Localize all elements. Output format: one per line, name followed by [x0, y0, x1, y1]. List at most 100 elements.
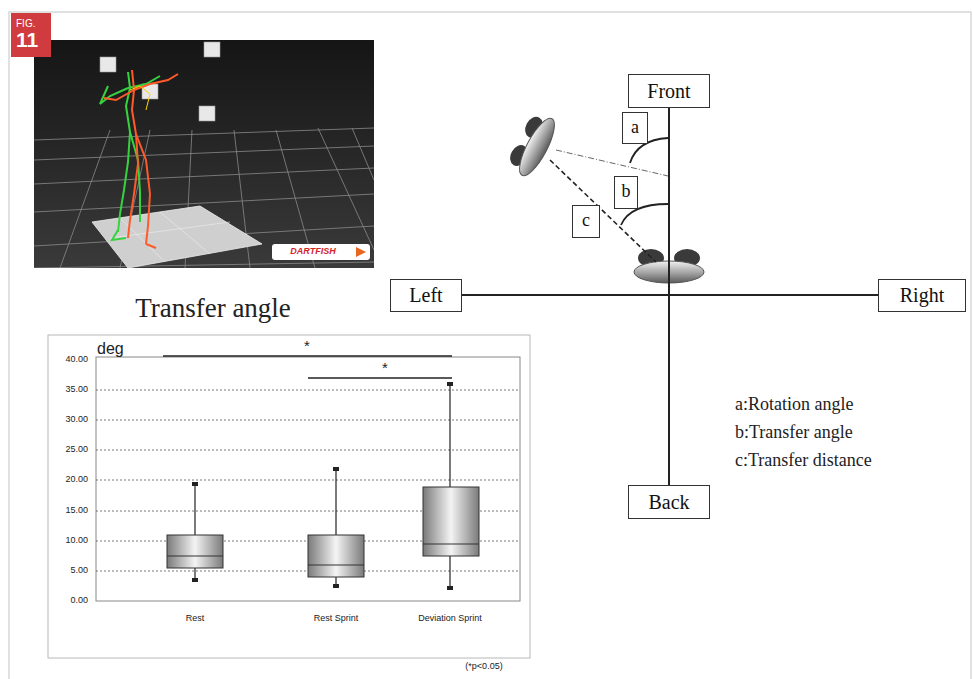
box-plot-chart-part [163, 356, 452, 378]
box-plot-chart-part-part [96, 450, 520, 451]
box-plot-chart-part-part [308, 564, 364, 565]
box-plot-chart-part [192, 382, 453, 590]
label-box: a [622, 112, 648, 144]
motion-capture-screenshot-part-part [130, 86, 150, 110]
motion-capture-screenshot-part-part [60, 130, 110, 268]
box-plot-chart-part [96, 357, 520, 601]
box-plot-chart-part-part [333, 467, 339, 471]
motion-capture-screenshot-part [34, 128, 374, 268]
label-box: Front [628, 74, 710, 108]
label-box: Left [390, 279, 462, 312]
label-box: b [614, 176, 638, 209]
motion-capture-screenshot-part-part [120, 218, 165, 262]
box-plot-chart-part [195, 384, 450, 588]
angle-lines-part [550, 160, 656, 262]
box-plot-chart-part [167, 544, 479, 565]
box-text: c [582, 211, 590, 231]
motion-capture-screenshot-part-part [352, 128, 374, 180]
motion-capture-screenshot-part-part [34, 168, 374, 184]
box-text: Back [648, 491, 689, 513]
figure-number: 11 [16, 29, 38, 51]
box-plot-chart-part [167, 487, 479, 577]
page-frame-part [9, 12, 971, 679]
motion-capture-screenshot-part-part [104, 90, 134, 100]
box-plot-chart-part-part [449, 384, 450, 588]
box-plot-chart-part-part [333, 584, 339, 588]
motion-capture-screenshot-part-part [100, 57, 116, 72]
box-plot-chart-part-part [163, 355, 452, 357]
motion-capture-screenshot-part-part [204, 42, 220, 57]
tick-label: 35.00 [65, 385, 88, 395]
box-plot-chart [48, 335, 530, 658]
motion-capture-screenshot-part [272, 244, 370, 260]
axis-line [462, 295, 878, 296]
motion-capture-screenshot-part-part [146, 244, 156, 248]
category-label: Rest [186, 614, 205, 624]
motion-capture-screenshot-part [356, 247, 366, 257]
motion-capture-screenshot-part [100, 42, 220, 121]
motion-capture-screenshot-part-part [160, 212, 210, 254]
box-text: Right [900, 284, 944, 306]
legend-text: b:Transfer angle [735, 423, 853, 443]
label-box: Back [628, 485, 710, 519]
legend-text: a:Rotation angle [735, 395, 853, 415]
box-plot-chart-part-part [447, 586, 453, 590]
angle-lines-part [556, 150, 668, 176]
motion-capture-screenshot [34, 40, 374, 268]
top-view-subject-part [634, 261, 704, 283]
chart-title: Transfer angle [135, 294, 291, 324]
box-text: a [631, 118, 639, 138]
category-label: Rest Sprint [314, 614, 359, 624]
top-view-subject [634, 249, 704, 283]
axis-line [669, 108, 670, 485]
motion-capture-screenshot-part [130, 86, 150, 110]
figure-prefix: FIG. [16, 19, 35, 30]
box-plot-chart-part-part [308, 535, 364, 577]
motion-capture-screenshot-part-part [199, 106, 215, 121]
motion-capture-screenshot-part-part [136, 134, 150, 244]
box-plot-chart-part-part [423, 543, 479, 544]
box-plot-chart-part-part [96, 420, 520, 421]
box-text: Front [647, 80, 690, 102]
axis-line-part [668, 108, 670, 485]
tick-label: 15.00 [65, 506, 88, 516]
box-plot-chart-part-part [167, 535, 223, 568]
tick-label: 20.00 [65, 475, 88, 485]
legend-text: c:Transfer distance [735, 451, 872, 471]
tick-label: 10.00 [65, 536, 88, 546]
motion-capture-screenshot-part-part [128, 70, 138, 238]
box-plot-chart-part-part [167, 555, 223, 556]
tick-label: 5.00 [70, 566, 88, 576]
tick-label: 25.00 [65, 445, 88, 455]
motion-capture-screenshot-part-part [34, 146, 374, 160]
page-frame [9, 12, 971, 679]
box-plot-chart-part-part [447, 382, 453, 386]
box-plot-chart-part-part [192, 482, 198, 486]
significance-star: * [304, 338, 310, 355]
motion-capture-screenshot-part [92, 206, 262, 268]
axis-line-part [462, 294, 878, 296]
motion-capture-screenshot-part [34, 40, 374, 268]
motion-capture-screenshot-part-part [34, 262, 374, 268]
figure-badge: FIG.11 [11, 13, 51, 57]
rotated-subject [504, 109, 561, 180]
motion-capture-screenshot-part-part [112, 230, 126, 240]
box-plot-chart-part-part [96, 480, 520, 481]
axis-unit: deg [97, 340, 124, 358]
rotated-subject-part [513, 114, 561, 180]
significance-star: * [382, 360, 388, 377]
software-logo: DARTFISH [290, 247, 335, 257]
label-box: c [572, 205, 600, 238]
angle-lines [550, 138, 668, 262]
motion-capture-screenshot-part [104, 70, 178, 248]
significance-note: (*p<0.05) [465, 662, 502, 672]
box-text: b [622, 182, 631, 202]
tick-label: 30.00 [65, 415, 88, 425]
tick-label: 0.00 [70, 596, 88, 606]
tick-label: 40.00 [65, 355, 88, 365]
box-plot-chart-part [48, 335, 530, 658]
box-plot-chart-part-part [192, 578, 198, 582]
box-plot-chart-part-part [308, 377, 452, 379]
